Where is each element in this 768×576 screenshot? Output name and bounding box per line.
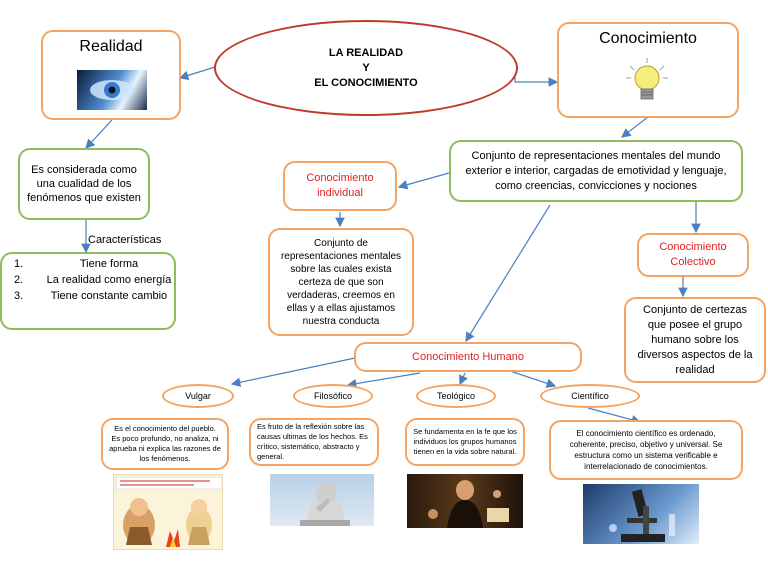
center-line-2: Y [362,61,370,74]
type-teologico-label: Teológico [436,391,476,401]
type-filosofico-desc: Es fruto de la reflexión sobre las causa… [257,422,368,461]
arrow-desc-individual [397,172,450,190]
type-vulgar-label: Vulgar [185,391,211,401]
type-vulgar-desc-box: Es el conocimiento del pueblo. Es poco p… [101,418,229,470]
monk-painting-image [407,474,523,528]
eye-image [77,70,147,110]
type-filosofico-desc-box: Es fruto de la reflexión sobre las causa… [249,418,379,466]
type-teologico-desc: Se fundamenta en la fe que los individuo… [413,427,517,456]
conocimiento-desc: Conjunto de representaciones mentales de… [465,149,727,192]
type-cientifico-desc: El conocimiento científico es ordenado, … [569,429,723,471]
char-item-2: 2.La realidad como energía [14,274,172,286]
type-cientifico-ellipse: Científico [540,384,640,408]
cavemen-cartoon-image [113,474,223,550]
type-teologico-desc-box: Se fundamenta en la fe que los individuo… [405,418,525,466]
arrow-center-realidad [178,66,216,81]
type-cientifico-label: Científico [571,391,609,401]
individual-title-box: Conocimiento individual [283,161,397,211]
char-item-3: 3.Tiene constante cambio [14,290,168,302]
humano-title-box: Conocimiento Humano [354,342,582,372]
arrow-center-conocimiento [514,64,559,87]
realidad-title: Realidad [79,38,143,55]
caracteristicas-label: Características [88,234,162,246]
arrow-realidad-desc [85,119,113,149]
char-item-1: 1.Tiene forma [14,258,139,270]
thinker-statue-image [270,474,374,526]
colectivo-desc-box: Conjunto de certezas que posee el grupo … [624,297,766,383]
arrow-humano-cientifico [509,370,557,388]
colectivo-desc: Conjunto de certezas que posee el grupo … [637,303,753,376]
type-filosofico-label: Filosófico [313,391,352,401]
individual-desc-box: Conjunto de representaciones mentales so… [268,228,414,336]
realidad-desc-box: Es considerada como una cualidad de los … [18,148,150,220]
type-vulgar-ellipse: Vulgar [162,384,234,408]
colectivo-title-box: Conocimiento Colectivo [637,233,749,277]
center-line-3: EL CONOCIMIENTO [314,76,418,89]
arrow-humano-filosofico [346,372,421,389]
type-filosofico-ellipse: Filosófico [293,384,373,408]
center-line-1: LA REALIDAD [328,46,404,59]
humano-title: Conocimiento Humano [412,351,524,363]
conocimiento-desc-box: Conjunto de representaciones mentales de… [449,140,743,202]
arrow-cientifico-desc [587,407,642,425]
conocimiento-title: Conocimiento [599,30,697,47]
center-title-ellipse: LA REALIDAD Y EL CONOCIMIENTO [214,20,518,116]
arrow-humano-teologico [459,372,468,386]
microscope-image [583,484,699,544]
individual-title: Conocimiento individual [306,172,374,199]
colectivo-title: Conocimiento Colectivo [659,241,727,268]
conocimiento-box: Conocimiento [557,22,739,118]
arrow-conoc-desc [621,116,649,138]
arrow-desc-humano [465,204,551,343]
type-cientifico-desc-box: El conocimiento científico es ordenado, … [549,420,743,480]
realidad-desc: Es considerada como una cualidad de los … [27,164,141,204]
type-vulgar-desc: Es el conocimiento del pueblo. Es poco p… [109,424,221,463]
individual-desc: Conjunto de representaciones mentales so… [280,237,402,327]
arrow-humano-vulgar [230,357,356,387]
caracteristicas-box: 1.Tiene forma 2.La realidad como energía… [0,252,176,330]
lightbulb-icon [625,56,669,104]
type-teologico-ellipse: Teológico [416,384,496,408]
realidad-box: Realidad [41,30,181,120]
